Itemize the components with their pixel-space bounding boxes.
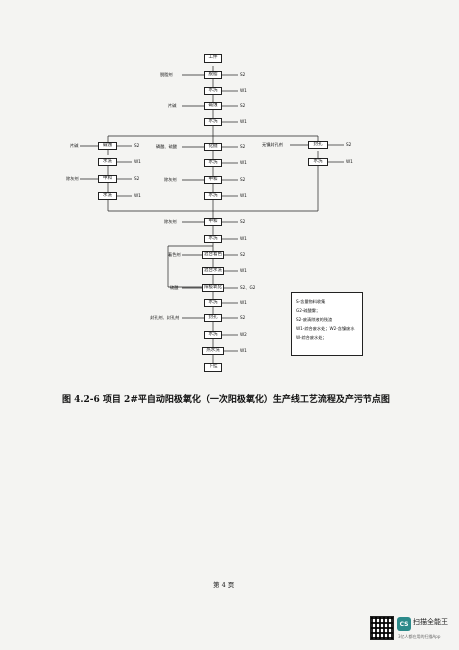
legend-line-4: W-综合废水处； <box>296 335 327 340</box>
step-main-6: 中和 <box>204 176 222 184</box>
emission-main-2: S2 <box>240 103 246 108</box>
step-main-8: 中和 <box>204 218 222 226</box>
emission-main-12: S2、G2 <box>240 285 256 290</box>
emission-main-14: S2 <box>240 315 246 320</box>
step-main-11: 混合水洗 <box>202 267 224 275</box>
input-main-0: 脱脂剂 <box>160 72 173 77</box>
legend-line-1: G2-硫酸雾； <box>296 308 321 313</box>
step-right-0: 封孔 <box>308 141 328 149</box>
scanner-tagline: 3亿人都在用的扫描App <box>398 634 441 639</box>
flow-end: 下挂 <box>204 363 222 372</box>
emission-main-8: S2 <box>240 219 246 224</box>
emission-main-15: W2 <box>240 332 247 337</box>
emission-left-1: W1 <box>134 159 141 164</box>
camscanner-logo-icon: CS <box>397 617 411 631</box>
step-main-7: 水洗 <box>204 192 222 200</box>
step-main-14: 封孔 <box>204 314 222 322</box>
step-main-0: 脱脂 <box>204 71 222 79</box>
step-left-1: 水洗 <box>98 158 117 166</box>
input-right-0: 无镍封孔剂 <box>262 142 283 147</box>
emission-main-6: S2 <box>240 177 246 182</box>
figure-caption: 图 4.2-6 项目 2#平自动阳极氧化（一次阳极氧化）生产线工艺流程及产污节点… <box>62 395 390 405</box>
step-main-4: 化抛 <box>204 143 222 151</box>
legend-line-0: S-含量物料收集 <box>296 299 326 304</box>
step-right-1: 水洗 <box>308 158 328 166</box>
step-main-9: 水洗 <box>204 235 222 243</box>
legend-line-2: S2-废清除液的残渣 <box>296 317 333 322</box>
emission-right-0: S2 <box>346 142 352 147</box>
step-left-2: 中和 <box>98 175 117 183</box>
scanner-app-name: 扫描全能王 <box>413 618 448 626</box>
input-left-0: 片碱 <box>70 143 79 148</box>
page-number: 第 4 页 <box>213 581 235 589</box>
emission-main-5: W1 <box>240 160 247 165</box>
step-main-1: 水洗 <box>204 87 222 95</box>
emission-main-1: W1 <box>240 88 247 93</box>
input-main-15: 封孔剂、封孔剂 <box>150 315 180 320</box>
emission-main-10: S2 <box>240 252 246 257</box>
input-left-2: 除灰剂 <box>66 176 79 181</box>
flow-start: 工件 <box>204 54 222 63</box>
emission-main-0: S2 <box>240 72 246 77</box>
step-left-3: 水洗 <box>98 192 117 200</box>
step-main-10: 混合着色 <box>202 251 224 259</box>
input-main-8: 除灰剂 <box>164 219 177 224</box>
step-main-16: 热水洗 <box>202 347 224 355</box>
step-main-5: 水洗 <box>204 159 222 167</box>
input-main-4: 磷酸、硫酸 <box>156 144 177 149</box>
qr-code-icon <box>370 616 394 640</box>
emission-main-16: W1 <box>240 348 247 353</box>
emission-left-2: S2 <box>134 176 140 181</box>
emission-main-11: W1 <box>240 268 247 273</box>
input-main-2: 片碱 <box>168 103 177 108</box>
legend-line-3: W1-综合废水处；W2-含镍废水 <box>296 326 355 331</box>
step-main-3: 水洗 <box>204 118 222 126</box>
input-main-10: 着色剂 <box>168 252 181 257</box>
step-main-12: 阳极氧化 <box>202 284 224 292</box>
emission-right-1: W1 <box>346 159 353 164</box>
emission-main-9: W1 <box>240 236 247 241</box>
emission-main-4: S2 <box>240 144 246 149</box>
input-main-6: 除灰剂 <box>164 177 177 182</box>
emission-main-13: W1 <box>240 300 247 305</box>
legend-box: S-含量物料收集 G2-硫酸雾； S2-废清除液的残渣 W1-综合废水处；W2-… <box>291 292 363 356</box>
step-main-2: 碱蚀 <box>204 102 222 110</box>
emission-left-3: W1 <box>134 193 141 198</box>
emission-main-7: W1 <box>240 193 247 198</box>
emission-main-3: W1 <box>240 119 247 124</box>
input-main-12: 硫酸 <box>170 285 179 290</box>
step-main-15: 水洗 <box>204 331 222 339</box>
step-main-13: 水洗 <box>204 299 222 307</box>
step-left-0: 碱蚀 <box>98 142 117 150</box>
emission-left-0: S2 <box>134 143 140 148</box>
